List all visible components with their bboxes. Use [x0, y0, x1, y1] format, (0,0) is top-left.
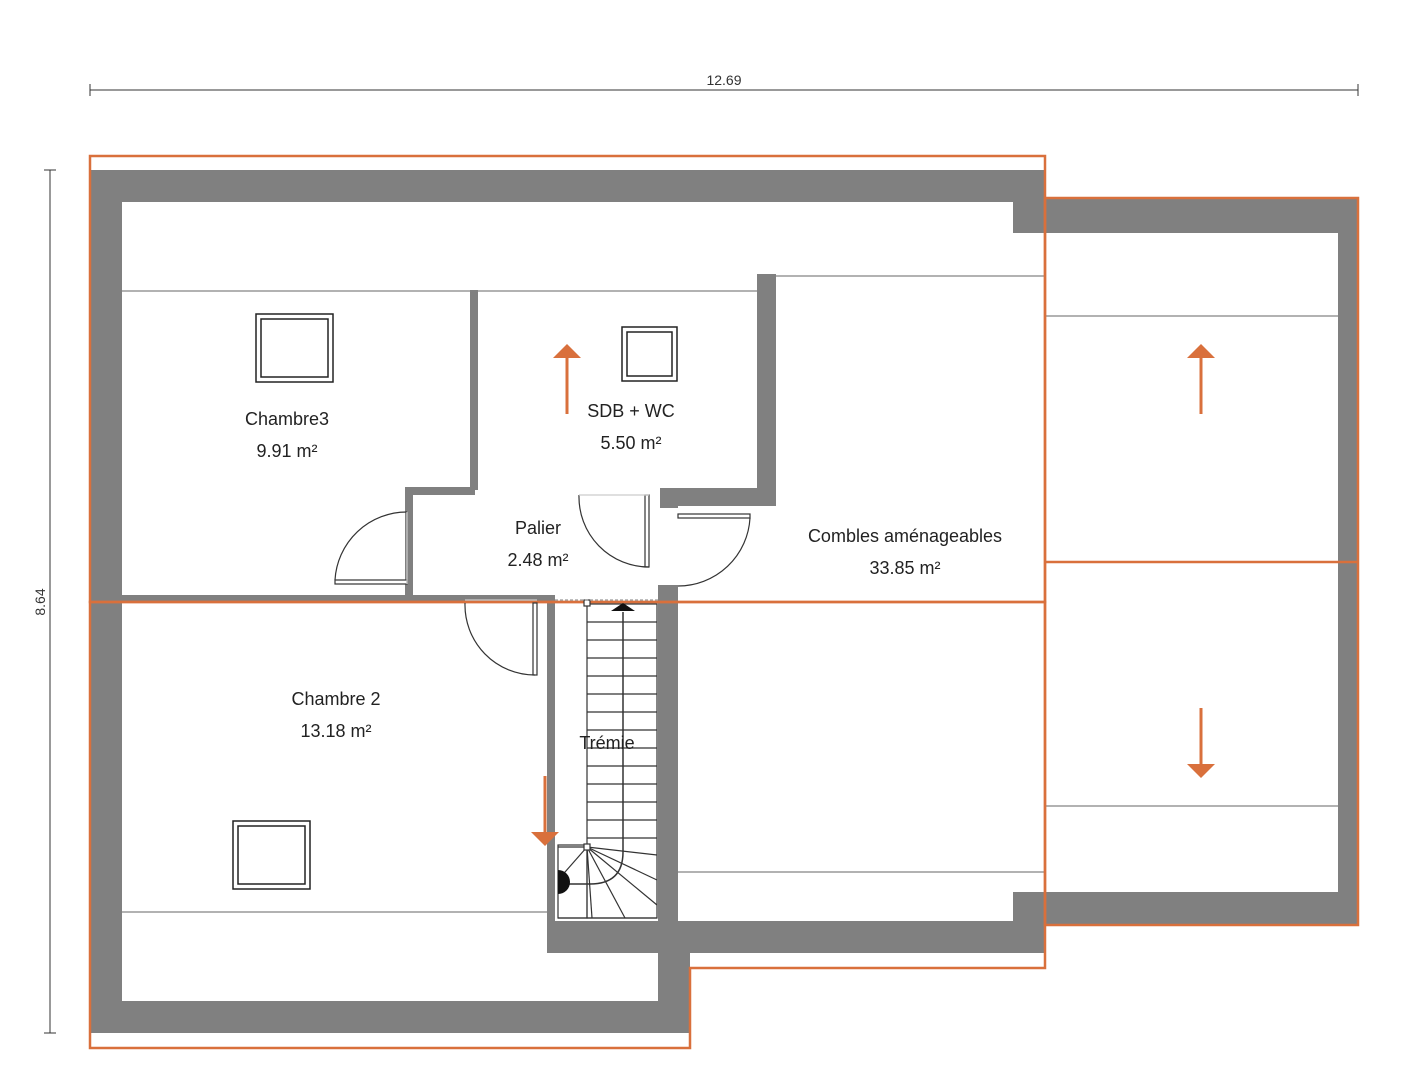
interior-walls [90, 274, 776, 953]
roof-outline [88, 154, 1360, 1050]
skylight-icon [232, 820, 311, 890]
room-area-palier: 2.48 m² [507, 550, 568, 570]
stair-start-marker [558, 870, 570, 894]
room-name-combles: Combles aménageables [808, 526, 1002, 546]
room-area-chambre2: 13.18 m² [300, 721, 371, 741]
stair-direction-arrow-icon [611, 603, 635, 611]
dimension-width-label: 12.69 [706, 72, 741, 88]
dimension-height-label: 8.64 [32, 588, 48, 615]
dimension-width: 12.69 [89, 72, 1359, 96]
door-swing-icon [677, 513, 751, 587]
staircase [555, 599, 658, 919]
slope-arrow-icon [1187, 344, 1215, 414]
door-swing-icon [334, 511, 408, 585]
room-area-chambre3: 9.91 m² [256, 441, 317, 461]
ceiling-height-lines [122, 275, 1338, 913]
slope-arrow-icon [1187, 708, 1215, 778]
room-name-chambre2: Chambre 2 [291, 689, 380, 709]
door-swing-icon [578, 494, 650, 568]
room-name-sdb-wc: SDB + WC [587, 401, 675, 421]
slope-arrow-icon [553, 344, 581, 414]
skylight-icon [621, 326, 678, 382]
dimension-height: 8.64 [32, 169, 56, 1034]
room-name-palier: Palier [515, 518, 561, 538]
room-name-tremie: Trémie [579, 733, 634, 753]
room-name-chambre3: Chambre3 [245, 409, 329, 429]
room-area-combles: 33.85 m² [869, 558, 940, 578]
slope-arrow-icon [531, 776, 559, 846]
skylight-icon [255, 313, 334, 383]
door-swing-icon [464, 599, 538, 676]
room-area-sdb-wc: 5.50 m² [600, 433, 661, 453]
